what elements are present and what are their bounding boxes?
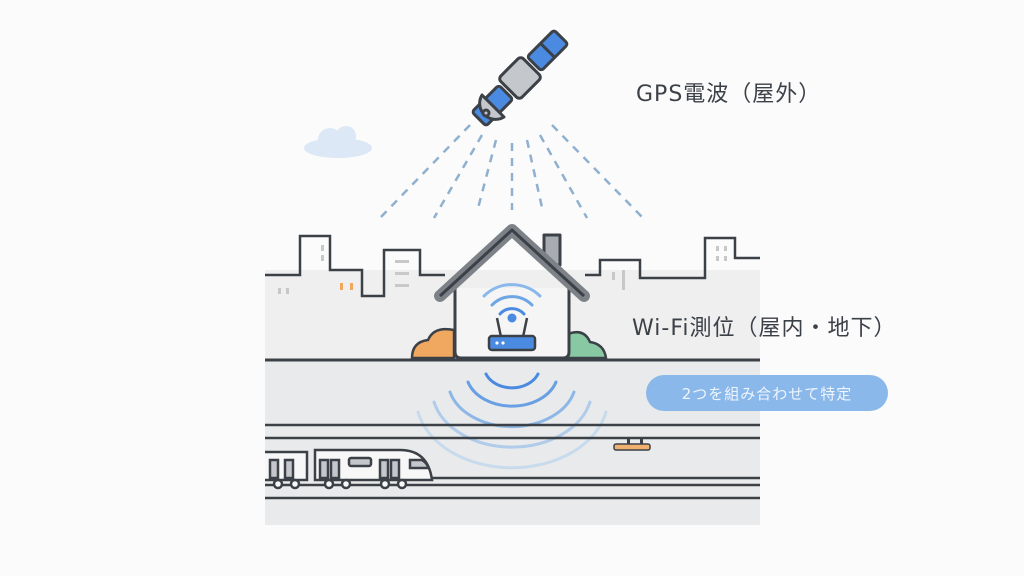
wifi-label: Wi-Fi測位（屋内・地下） [632, 316, 897, 341]
house-icon [434, 224, 590, 360]
combine-badge: 2つを組み合わせて特定 [646, 375, 888, 411]
satellite-icon [471, 29, 569, 127]
tunnel-lines [265, 423, 760, 500]
train-icon [265, 448, 434, 490]
gps-signal-rays [379, 124, 644, 219]
city-skyline [265, 234, 760, 298]
wifi-router-icon [482, 283, 542, 352]
green-bush [566, 331, 608, 360]
ceiling-light [613, 438, 651, 451]
orange-bush [410, 327, 456, 360]
gps-label: GPS電波（屋外） [636, 82, 822, 107]
cloud-icon [304, 126, 372, 158]
